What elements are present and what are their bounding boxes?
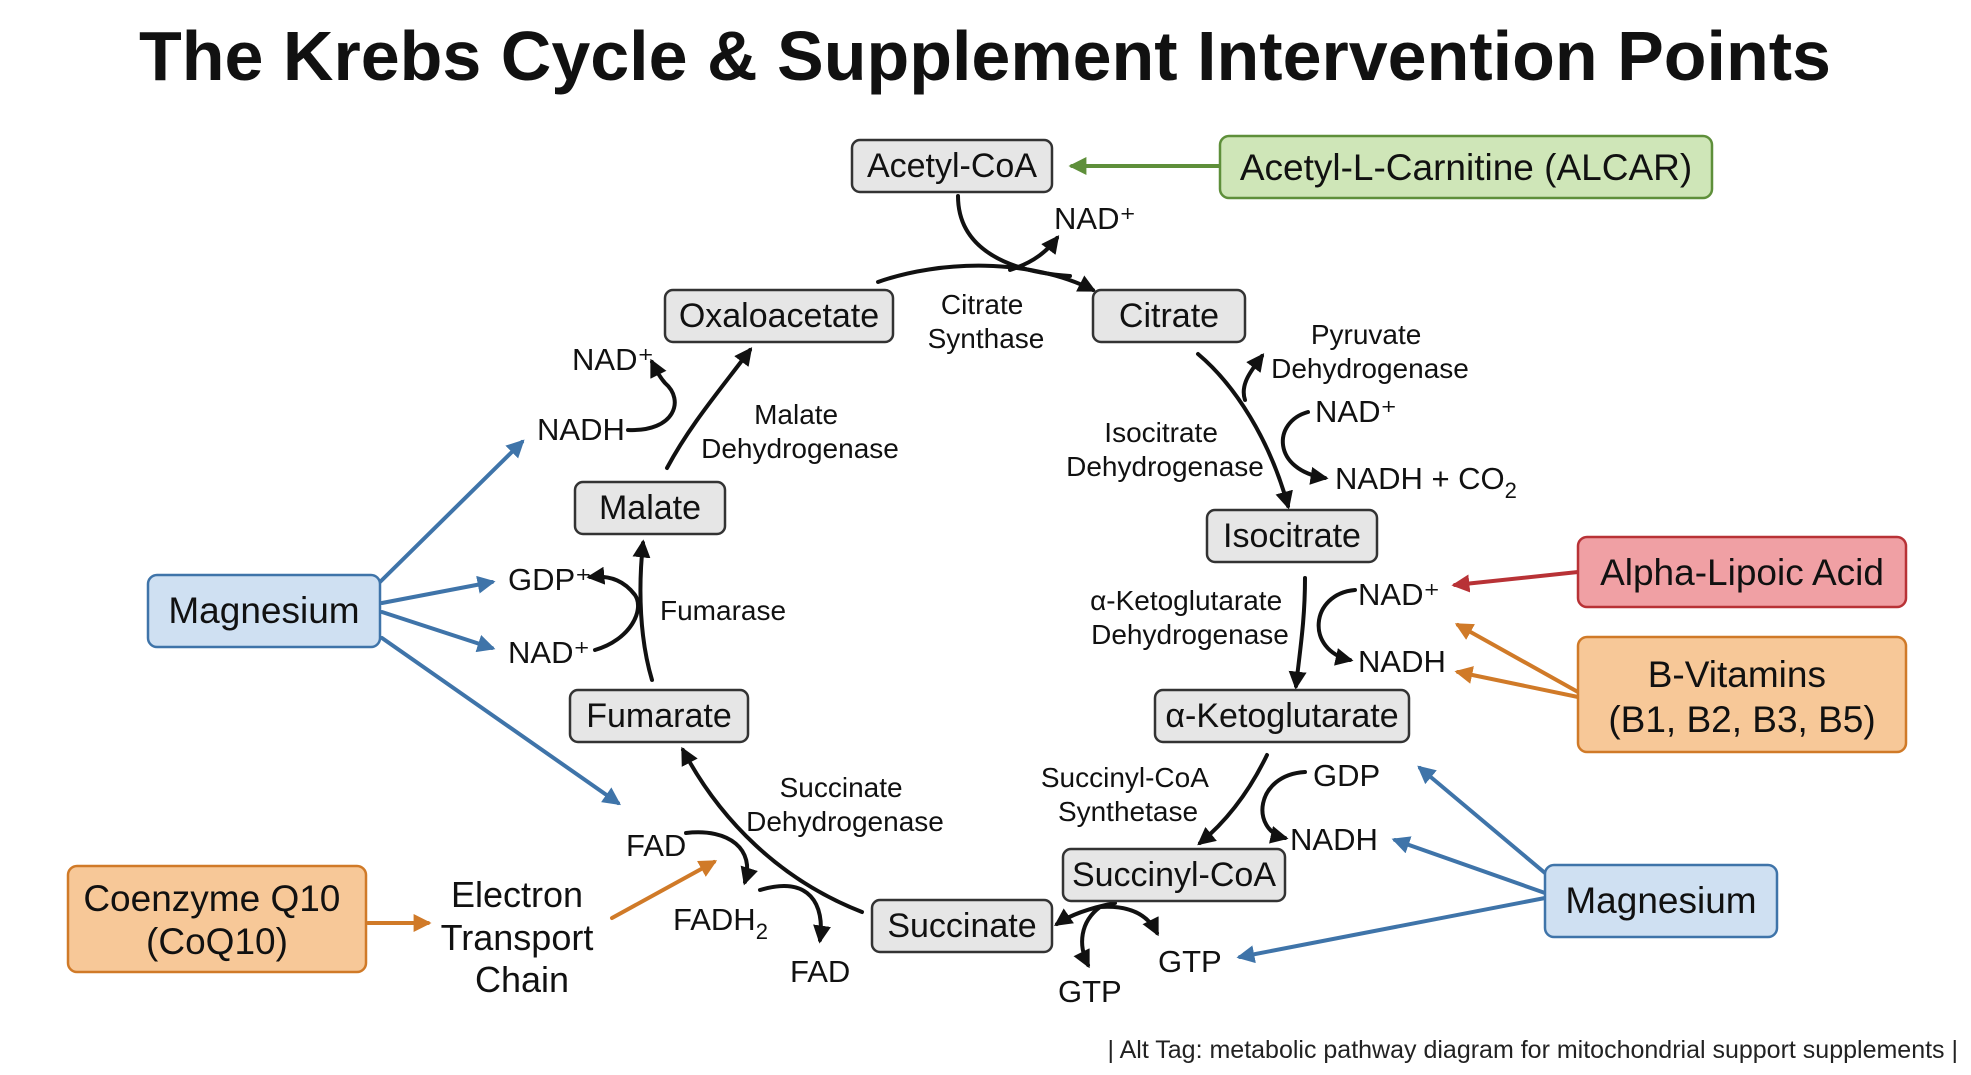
cofactor-fad-upper: FAD [626,828,686,863]
arrow-gtp-right [1098,904,1159,937]
cofactor-fad-lower: FAD [790,954,850,989]
supplement-label: B-Vitamins (B1, B2, B3, B5) [1608,654,1875,740]
supplement-label: Magnesium [168,590,359,631]
arrow-fumarate-to-malate [632,539,654,682]
supplement-coq10: Coenzyme Q10 (CoQ10) [66,864,368,974]
supplement-magnesium-right: Magnesium [1543,863,1779,939]
alt-tag-caption: | Alt Tag: metabolic pathway diagram for… [1108,1036,1958,1064]
arrow-gdp-to-nadh-succinyl [1260,770,1307,844]
cofactor-nad-akg: NAD⁺ [1358,577,1440,612]
enzyme-succinyl-coa-synthetase: Succinyl-CoA Synthetase [1041,762,1215,827]
cycle-arrows [586,194,1357,969]
arrow-alpha-lipoic-acid [1451,570,1580,593]
arrow-citrate-to-isocitrate [1196,352,1293,510]
arrow-fad-to-fadh2 [684,830,758,886]
arrow-succinate-to-fumarate [681,746,864,914]
arrow-isocitrate-to-akg [1288,576,1307,690]
arrow-oxaloacetate-to-citrate [876,263,1097,292]
cofactor-gdp-plus: GDP⁺ [508,562,592,597]
arrow-malate-to-oxaloacetate [665,347,753,470]
arrow-b-vitamins-nad [1454,623,1580,694]
arrow-pyruvate-branch [1241,353,1265,402]
arrow-b-vitamins-nadh [1454,666,1580,699]
supplement-label: Alpha-Lipoic Acid [1600,552,1884,593]
cofactor-nad-isocitrate: NAD⁺ [1315,394,1397,429]
arrow-magnesium-left-gdp [380,575,496,605]
electron-transport-chain-label: Electron Transport Chain [441,874,604,1000]
cofactor-fadh2: FADH2 [673,902,768,944]
arrow-akg-to-succinylcoa [1197,753,1269,846]
enzyme-fumarase: Fumarase [660,595,786,626]
arrow-nadh-to-nad-malate [626,358,677,433]
molecule-acetyl-coa: Acetyl-CoA [850,138,1054,194]
molecule-isocitrate: Isocitrate [1205,508,1379,564]
arrow-nad-to-gdp-plus [586,566,641,652]
enzyme-succinate-dehydrogenase: Succinate Dehydrogenase [746,772,944,837]
arrow-magnesium-right-nadh [1391,836,1547,895]
cofactor-nadh-succinyl: NADH [1290,822,1378,857]
molecule-citrate: Citrate [1091,288,1247,344]
molecule-oxaloacetate: Oxaloacetate [663,288,895,344]
arrow-gtp-bottom [1073,905,1102,969]
molecule-label: Succinate [887,907,1036,945]
enzyme-pyruvate-dehydrogenase: Pyruvate Dehydrogenase [1271,319,1469,384]
page-title: The Krebs Cycle & Supplement Interventio… [139,17,1831,95]
cofactor-nadh-malate: NADH [537,412,625,447]
arrow-fadh2-to-fad [758,884,831,944]
arrow-magnesium-left-nad [380,610,496,653]
molecule-succinyl-coa: Succinyl-CoA [1061,847,1287,903]
cofactor-nadh-akg: NADH [1358,644,1446,679]
supplement-magnesium-left: Magnesium [146,573,382,649]
arrow-magnesium-left-fumarate [380,636,621,806]
supplement-label: Coenzyme Q10 (CoQ10) [83,878,350,962]
arrow-succinylcoa-to-succinate [1054,901,1117,927]
cofactor-nad-fumarase: NAD⁺ [508,635,590,670]
molecule-label: α-Ketoglutarate [1165,697,1398,735]
molecule-fumarate: Fumarate [568,688,750,744]
supplement-b-vitamins: B-Vitamins (B1, B2, B3, B5) [1576,635,1908,754]
supplement-label: Magnesium [1565,880,1756,921]
cofactor-gtp-right: GTP [1158,944,1222,979]
molecule-malate: Malate [573,480,727,536]
arrow-etc-to-fad [610,860,718,920]
molecule-label: Fumarate [586,697,732,735]
cofactor-nad-malate: NAD⁺ [572,342,654,377]
molecule-label: Citrate [1119,297,1219,335]
cofactor-nadh-co2: NADH + CO2 [1335,461,1517,503]
enzyme-malate-dehydrogenase: Malate Dehydrogenase [701,399,899,464]
supplement-label: Acetyl-L-Carnitine (ALCAR) [1240,147,1692,188]
molecule-label: Isocitrate [1223,517,1361,555]
arrow-magnesium-right-akg [1417,765,1547,875]
molecule-label: Malate [599,489,701,527]
arrow-magnesium-right-gtp [1236,896,1547,964]
cofactor-nad-top: NAD⁺ [1054,201,1136,236]
cofactor-gdp: GDP [1313,758,1380,793]
arrow-nad-to-nadh-co2 [1280,410,1329,485]
molecule-label: Succinyl-CoA [1072,856,1276,894]
molecule-label: Oxaloacetate [679,297,879,335]
supplement-arrows [366,157,1580,964]
arrow-magnesium-left-nadh [378,439,525,584]
molecule-succinate: Succinate [870,898,1054,954]
enzyme-citrate-synthase: Citrate Synthase [928,289,1045,354]
cofactor-gtp-bottom: GTP [1058,974,1122,1009]
enzyme-isocitrate-dehydrogenase: Isocitrate Dehydrogenase [1066,417,1264,482]
supplement-alcar: Acetyl-L-Carnitine (ALCAR) [1218,134,1714,200]
arrow-nad-top-out [1008,235,1060,272]
molecule-label: Acetyl-CoA [867,147,1037,185]
molecule-alpha-ketoglutarate: α-Ketoglutarate [1153,688,1411,744]
arrow-nad-to-nadh-akg [1316,588,1357,666]
enzyme-akg-dehydrogenase: α-Ketoglutarate Dehydrogenase [1090,585,1290,650]
supplement-alpha-lipoic-acid: Alpha-Lipoic Acid [1576,535,1908,609]
